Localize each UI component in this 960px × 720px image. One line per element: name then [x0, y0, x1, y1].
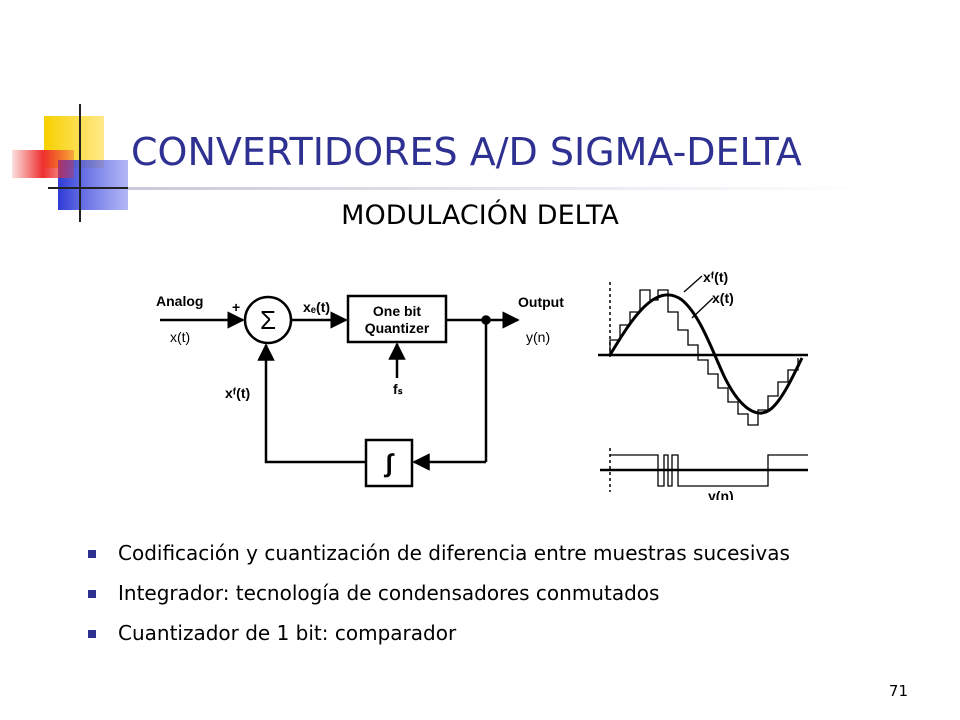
feedback-return-line: [257, 343, 366, 464]
sine-wave-xt: [608, 293, 804, 415]
bullet-text: Integrador: tecnología de condensadores …: [118, 581, 660, 605]
bullet-marker: [88, 630, 96, 638]
error-signal-label: xₑ(t): [303, 299, 330, 315]
sample-freq-label: fₛ: [393, 381, 403, 397]
wave-label-output: y(n): [708, 488, 734, 500]
output-signal-label: y(n): [526, 329, 550, 345]
wave-label-feedback: xᶠ(t): [703, 269, 728, 285]
bullet-item: Integrador: tecnología de condensadores …: [88, 575, 790, 615]
block-diagram: [160, 294, 520, 488]
integrator-symbol: ∫: [383, 448, 394, 478]
feedback-signal-label: xᶠ(t): [225, 385, 250, 401]
bullet-item: Cuantizador de 1 bit: comparador: [88, 615, 790, 655]
bullet-marker: [88, 550, 96, 558]
bullet-marker: [88, 590, 96, 598]
plus-sign: +: [232, 299, 240, 315]
sum-symbol: Σ: [260, 305, 276, 335]
staircase-xf: [609, 289, 799, 426]
input-signal-label: x(t): [170, 329, 190, 345]
bullet-text: Codificación y cuantización de diferenci…: [118, 541, 790, 565]
template-logo: [12, 104, 136, 222]
slide-title: CONVERTIDORES A/D SIGMA-DELTA: [131, 130, 802, 174]
input-label: Analog: [156, 293, 203, 309]
delta-modulator-diagram: Analog x(t) + Σ xₑ(t) One bit Quantizer …: [156, 269, 808, 500]
output-label: Output: [518, 294, 564, 310]
slide-subtitle: MODULACIÓN DELTA: [341, 200, 619, 231]
wave-label-input: x(t): [712, 290, 734, 306]
page-number: 71: [888, 682, 908, 700]
title-underline: [128, 187, 868, 190]
bullet-list: Codificación y cuantización de diferenci…: [88, 535, 790, 655]
quantizer-label-1: One bit: [373, 303, 422, 319]
quantizer-label-2: Quantizer: [365, 320, 430, 336]
integrator-block: [364, 438, 414, 488]
bullet-item: Codificación y cuantización de diferenci…: [88, 535, 790, 575]
logo-red-bar: [12, 150, 74, 178]
pointer-xt: [691, 297, 714, 319]
bullet-text: Cuantizador de 1 bit: comparador: [118, 621, 457, 645]
waveform-panel: xᶠ(t) x(t) y(n): [598, 269, 808, 500]
pointer-xf: [683, 275, 703, 293]
bitstream-yn: [610, 454, 808, 487]
